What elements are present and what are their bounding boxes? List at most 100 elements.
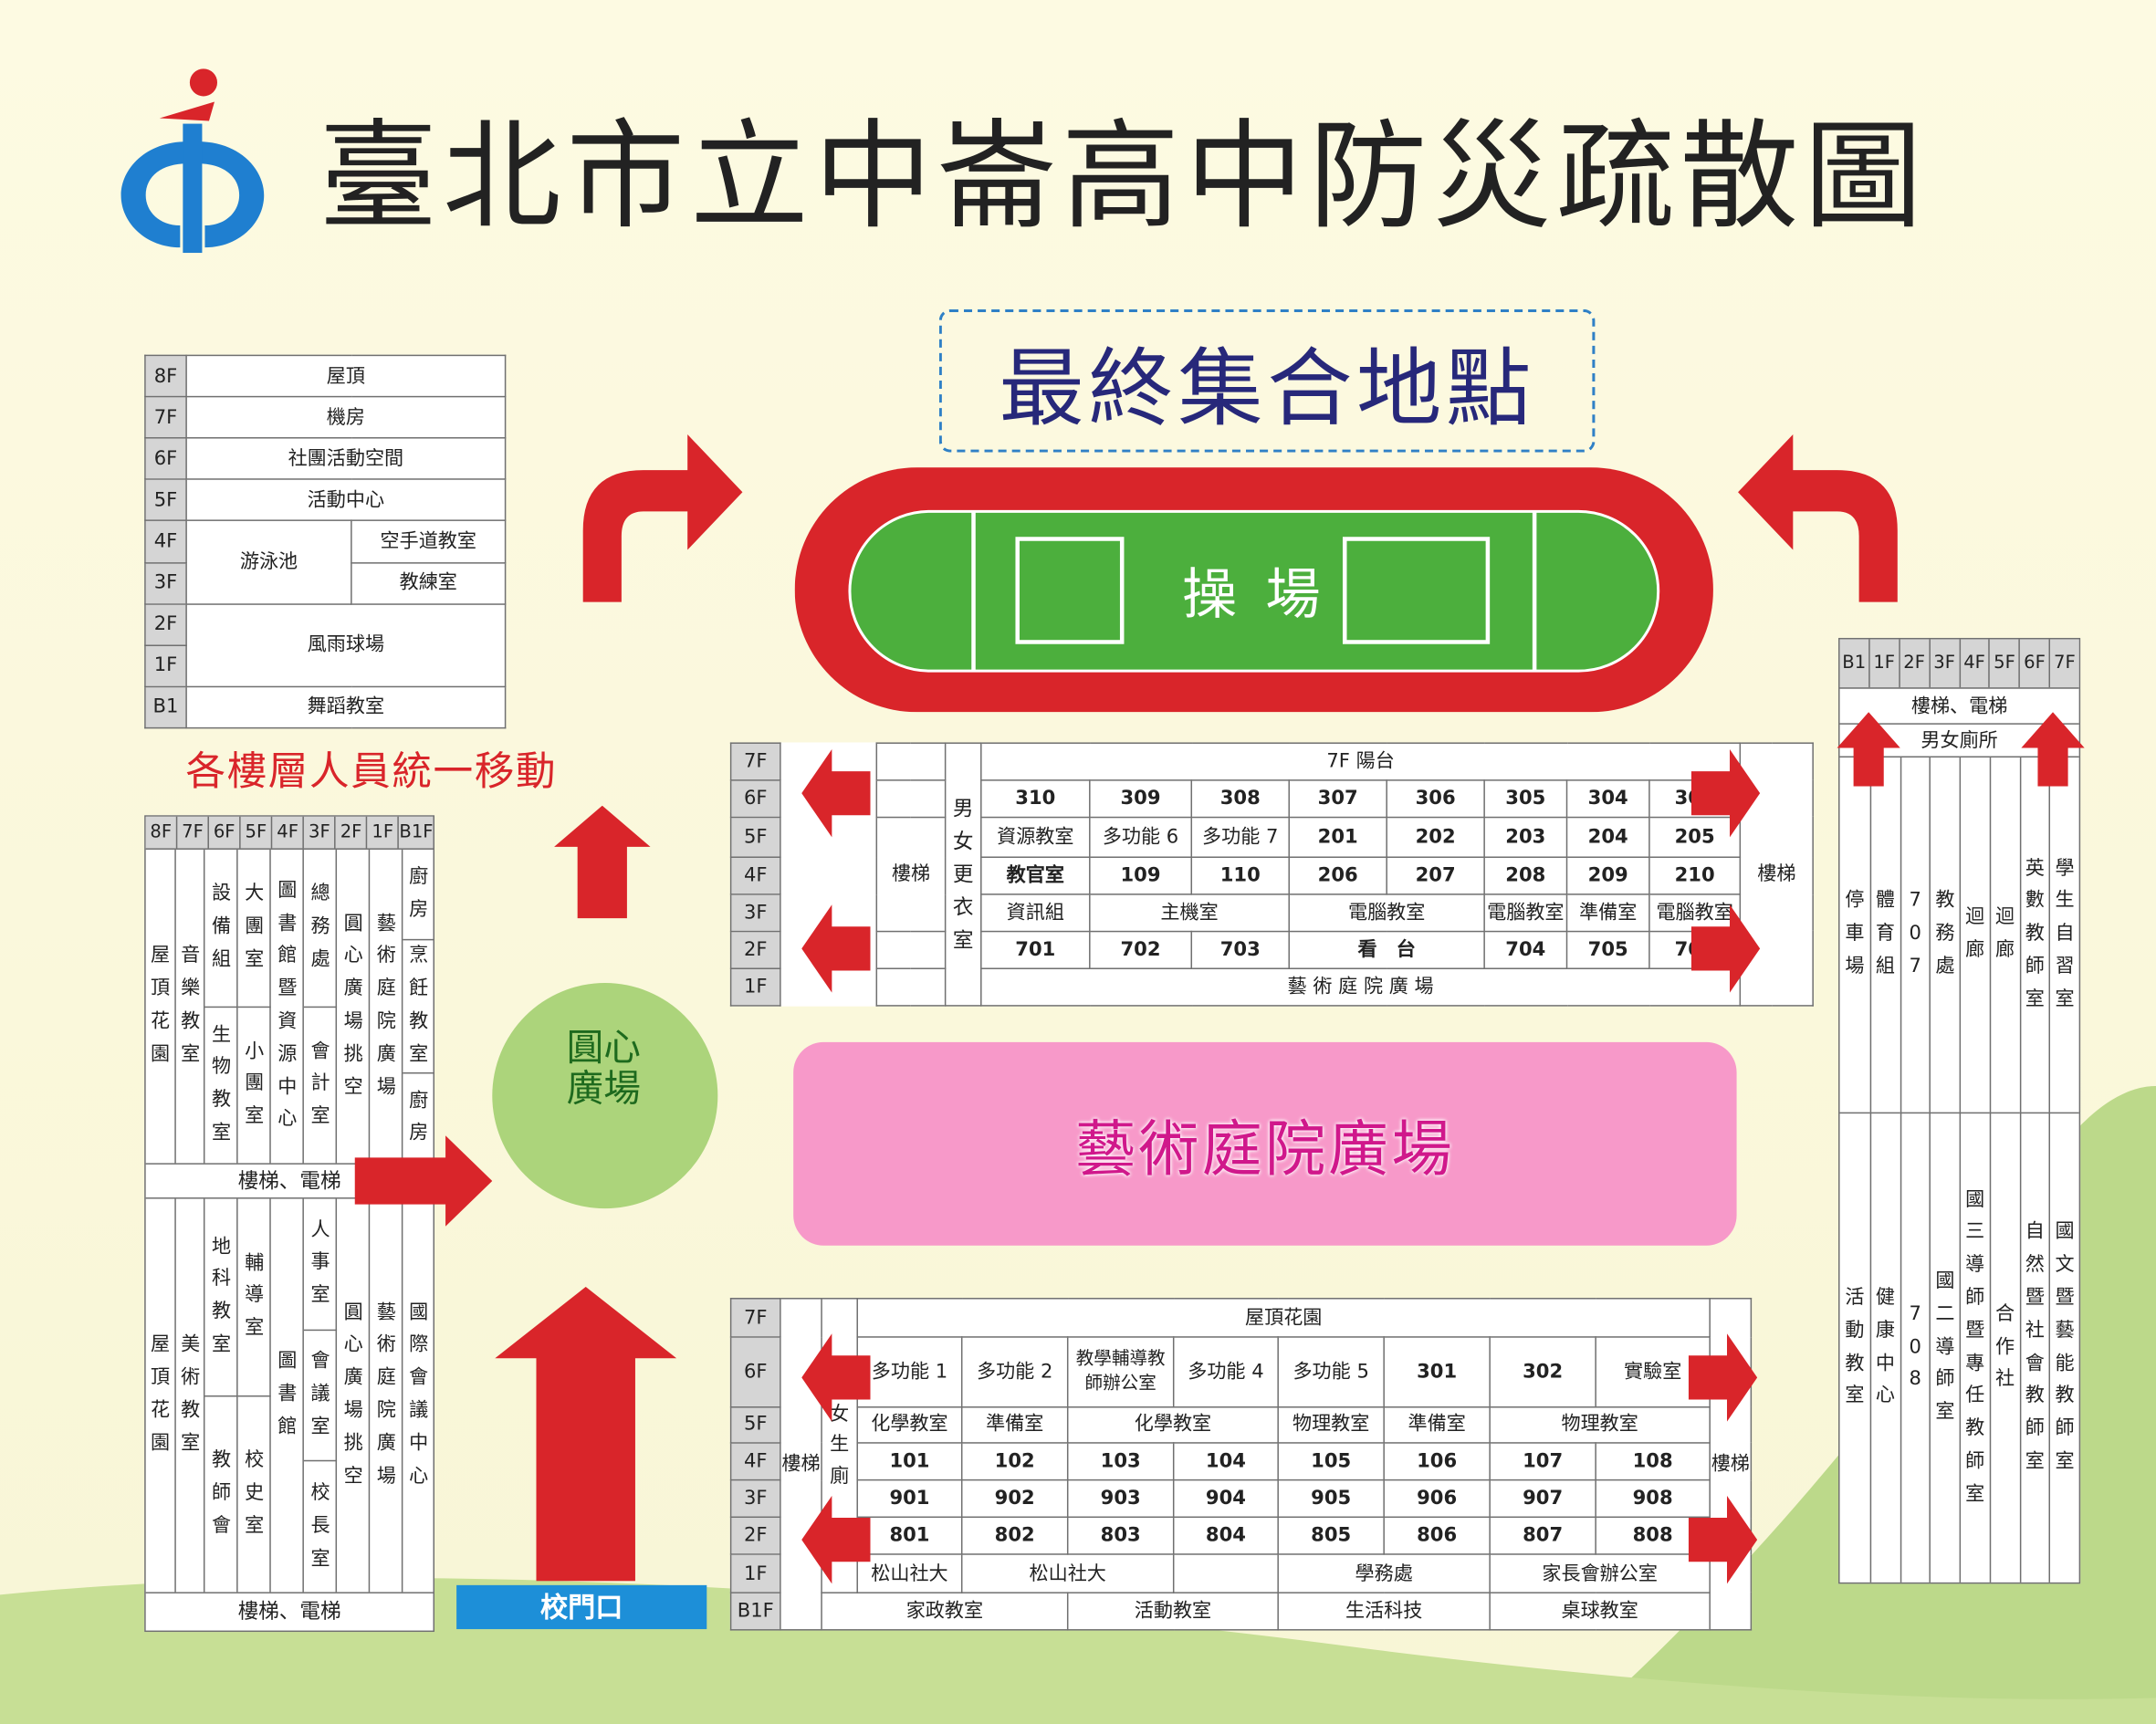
cell: 6F bbox=[729, 1336, 781, 1407]
cell: 102 bbox=[960, 1441, 1069, 1481]
cell: 1F bbox=[729, 967, 781, 1007]
lb-floor-label: B1F bbox=[397, 816, 434, 849]
lb-floor-label: 6F bbox=[207, 816, 240, 849]
cell: 學務處 bbox=[1277, 1553, 1491, 1593]
curved-arrow-left-icon bbox=[582, 434, 743, 602]
cell: 4F bbox=[729, 1441, 781, 1481]
rt-up-arrow-left-icon bbox=[1837, 712, 1900, 787]
rt-room-cell: 教務處 bbox=[1929, 758, 1960, 1113]
cell: 902 bbox=[960, 1478, 1069, 1519]
lb-room-cell: 藝術庭院廣場 bbox=[376, 912, 396, 1098]
cell: 資源教室 bbox=[980, 816, 1091, 859]
cell: 205 bbox=[1648, 816, 1742, 859]
rt-up-arrow-right-icon bbox=[2021, 712, 2085, 787]
cell: 準備室 bbox=[1383, 1405, 1491, 1444]
lb-column: 總務處會計室 bbox=[302, 849, 338, 1164]
lb-column: 人事室會議室校長室 bbox=[302, 1198, 338, 1593]
cell: 多功能 1 bbox=[856, 1336, 963, 1407]
cell: 108 bbox=[1595, 1441, 1711, 1481]
mt-right-arrow-upper-icon bbox=[1690, 748, 1761, 838]
cell: 3F bbox=[729, 893, 781, 933]
cell: 2F bbox=[144, 602, 187, 646]
cell: 樓梯 bbox=[875, 816, 947, 933]
cell: 男女更衣室 bbox=[944, 742, 982, 1007]
cell: 教練室 bbox=[351, 561, 507, 605]
plaza-label: 圓心廣場 bbox=[566, 1027, 641, 1112]
cell: 化學教室 bbox=[856, 1405, 963, 1444]
cell: 804 bbox=[1172, 1516, 1279, 1556]
cell: 教官室 bbox=[980, 856, 1091, 895]
lb-column: 屋頂花園 bbox=[146, 1199, 175, 1593]
rt-wc-label: 男女廁所 bbox=[1839, 725, 2079, 758]
lb-room-cell: 輔導室 bbox=[245, 1251, 265, 1340]
cell: 4F bbox=[144, 520, 187, 563]
cell: 3F bbox=[729, 1478, 781, 1519]
cell: 家長會辦公室 bbox=[1489, 1553, 1711, 1593]
cell: 機房 bbox=[185, 395, 507, 439]
cell: 202 bbox=[1386, 816, 1485, 859]
cell: 2F bbox=[729, 1516, 781, 1556]
lb-room-cell: 校史室 bbox=[237, 1395, 271, 1592]
lb-room-cell: 圖書館 bbox=[277, 1350, 298, 1438]
cell: 209 bbox=[1565, 856, 1650, 895]
lb-column: 大團室小團室 bbox=[236, 849, 271, 1164]
lb-room-cell: 圖書館暨資源中心 bbox=[277, 879, 298, 1131]
cell: 活動教室 bbox=[1066, 1591, 1279, 1631]
cell: 110 bbox=[1190, 856, 1290, 895]
cell bbox=[875, 930, 947, 969]
cell: 806 bbox=[1383, 1516, 1491, 1556]
cell: 教學輔導教師辦公室 bbox=[1066, 1336, 1175, 1407]
cell: 電腦教室 bbox=[1483, 893, 1568, 933]
lb-room-cell: 人事室 bbox=[310, 1218, 330, 1307]
rt-room-cell: 迴廊 bbox=[1959, 758, 1990, 1113]
cell: 309 bbox=[1089, 779, 1193, 819]
rt-room-cell: 迴廊 bbox=[1989, 758, 2019, 1113]
mt-left-arrow-lower-icon bbox=[801, 904, 871, 993]
cell: 屋頂 bbox=[185, 354, 507, 398]
cell: 1F bbox=[144, 644, 187, 688]
lb-column: 圓心廣場挑空 bbox=[335, 849, 369, 1164]
lb-column: 廚房烹飪教室廚房 bbox=[401, 849, 435, 1164]
cell: 901 bbox=[856, 1478, 963, 1519]
rt-room-cell: 國二導師室 bbox=[1929, 1112, 1960, 1583]
cell: 多功能 2 bbox=[960, 1336, 1069, 1407]
rt-room-cell: 707 bbox=[1900, 758, 1930, 1113]
cell: 208 bbox=[1483, 856, 1568, 895]
cell: 多功能 5 bbox=[1277, 1336, 1385, 1407]
rt-floor-label: 5F bbox=[1988, 639, 2019, 688]
mt-left-arrow-upper-icon bbox=[801, 748, 871, 838]
cell: 702 bbox=[1089, 930, 1193, 969]
lb-column: 地科教室教師會 bbox=[203, 1198, 238, 1593]
cell: 207 bbox=[1386, 856, 1485, 895]
cell: 204 bbox=[1565, 816, 1650, 859]
cell: 704 bbox=[1483, 930, 1568, 969]
cell: 風雨球場 bbox=[185, 602, 507, 688]
school-logo-icon bbox=[120, 68, 265, 254]
cell: 物理教室 bbox=[1489, 1405, 1711, 1444]
cell: 306 bbox=[1386, 779, 1485, 819]
lb-column: 圓心廣場挑空 bbox=[335, 1198, 369, 1593]
cell: 705 bbox=[1565, 930, 1650, 969]
lb-room-cell: 教師會 bbox=[204, 1395, 238, 1592]
rt-room-cell: 708 bbox=[1900, 1112, 1930, 1583]
lb-room-cell: 圓心廣場挑空 bbox=[343, 912, 363, 1098]
cell: 906 bbox=[1383, 1478, 1491, 1519]
rt-floor-label: 1F bbox=[1868, 639, 1899, 688]
cell: 3F bbox=[144, 561, 187, 605]
cell: 107 bbox=[1489, 1441, 1596, 1481]
lb-column: 設備組生物教室 bbox=[203, 849, 238, 1164]
cell: 主機室 bbox=[1089, 893, 1290, 933]
lb-room-cell: 生物教室 bbox=[204, 1005, 238, 1163]
cell: 6F bbox=[729, 779, 781, 819]
cell: 空手道教室 bbox=[351, 520, 507, 563]
cell: 203 bbox=[1483, 816, 1568, 859]
cell: 藝 術 庭 院 廣 場 bbox=[980, 967, 1742, 1007]
gate-up-arrow-icon bbox=[495, 1286, 677, 1582]
cell: 104 bbox=[1172, 1441, 1279, 1481]
plaza-circle bbox=[492, 983, 718, 1209]
cell: 4F bbox=[729, 856, 781, 895]
cell: 210 bbox=[1648, 856, 1742, 895]
lb-floor-label: 3F bbox=[302, 816, 335, 849]
